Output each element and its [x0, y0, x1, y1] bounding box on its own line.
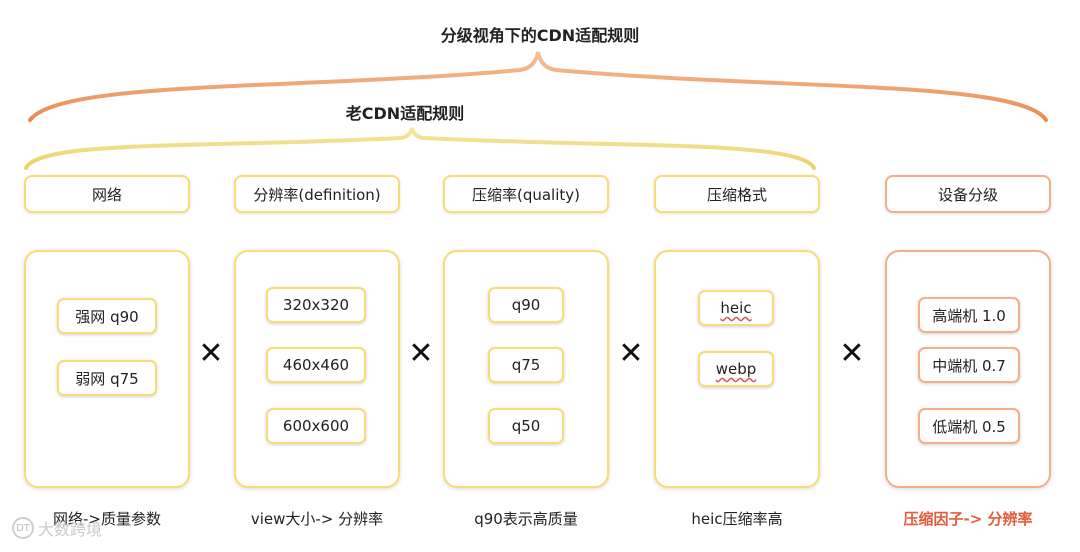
- caption-network: 网络->质量参数: [53, 510, 161, 528]
- item-res-460: 460x460: [266, 347, 366, 383]
- outer-brace: [28, 51, 1048, 122]
- diagram-title: 分级视角下的CDN适配规则: [440, 26, 640, 45]
- item-res-600: 600x600: [266, 408, 366, 444]
- item-high-end: 高端机 1.0: [918, 297, 1020, 333]
- caption-quality: q90表示高质量: [474, 510, 578, 528]
- item-heic: heic: [698, 290, 774, 326]
- item-webp: webp: [698, 351, 774, 387]
- caption-device-tier: 压缩因子-> 分辨率: [903, 510, 1033, 528]
- old-rules-title: 老CDN适配规则: [345, 104, 465, 123]
- multiply-icon: ✕: [839, 336, 865, 371]
- item-mid-end: 中端机 0.7: [918, 347, 1020, 383]
- item-q75: q75: [488, 347, 564, 383]
- inner-brace: [24, 127, 816, 170]
- header-quality: 压缩率(quality): [443, 175, 609, 213]
- multiply-icon: ✕: [198, 336, 224, 371]
- item-low-end: 低端机 0.5: [918, 408, 1020, 444]
- caption-definition: view大小-> 分辨率: [250, 510, 384, 528]
- item-weak-network: 弱网 q75: [57, 360, 157, 396]
- header-device-tier: 设备分级: [885, 175, 1051, 213]
- item-res-320: 320x320: [266, 287, 366, 323]
- multiply-icon: ✕: [408, 336, 434, 371]
- watermark-logo-icon: DT: [12, 517, 34, 539]
- item-q90: q90: [488, 287, 564, 323]
- item-q50: q50: [488, 408, 564, 444]
- caption-format: heic压缩率高: [691, 510, 783, 528]
- header-network: 网络: [24, 175, 190, 213]
- header-format: 压缩格式: [654, 175, 820, 213]
- multiply-icon: ✕: [618, 336, 644, 371]
- watermark: DT 大数跨境: [12, 516, 102, 540]
- watermark-text: 大数跨境: [38, 520, 103, 539]
- header-definition: 分辨率(definition): [234, 175, 400, 213]
- item-strong-network: 强网 q90: [57, 298, 157, 334]
